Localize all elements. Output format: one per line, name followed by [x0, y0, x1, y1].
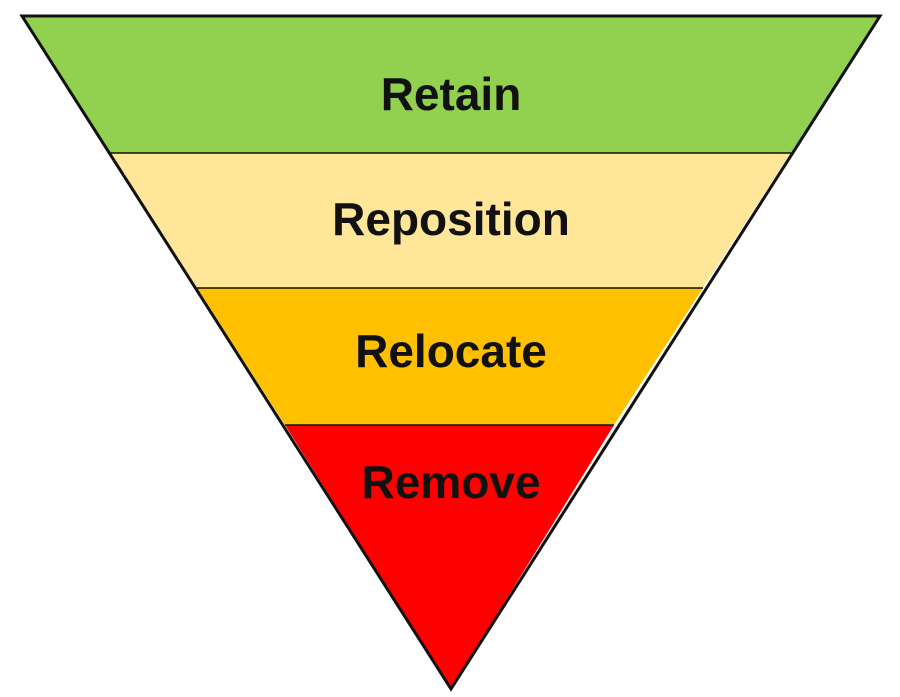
tier-label-remove: Remove: [362, 456, 541, 508]
tier-label-retain: Retain: [381, 68, 522, 120]
tier-label-reposition: Reposition: [332, 193, 570, 245]
tier-retain-band: [22, 16, 880, 153]
tier-reposition-band: [110, 153, 791, 288]
tier-remove-band: [285, 425, 614, 689]
tier-label-relocate: Relocate: [355, 325, 547, 377]
tier-relocate-band: [197, 288, 703, 425]
pyramid-outline: [19, 14, 883, 692]
